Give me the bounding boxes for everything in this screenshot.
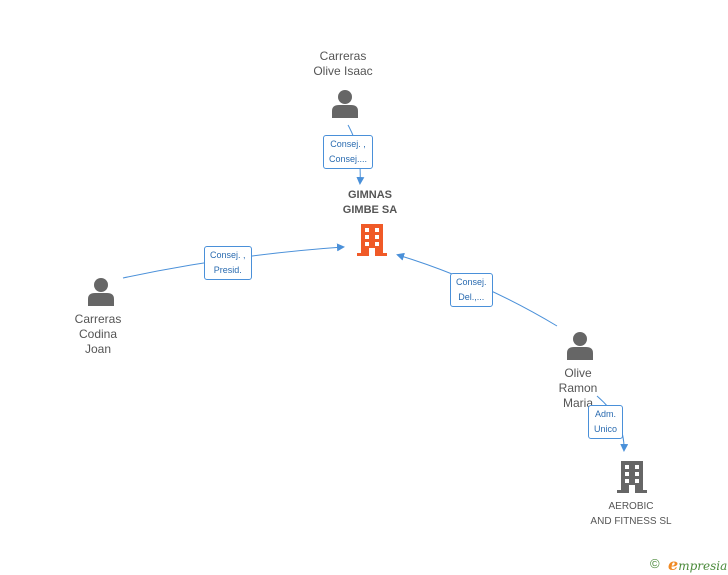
edge-label-consej-del[interactable]: Consej. Del.,... [450, 273, 493, 307]
empresia-logo: empresia [668, 555, 728, 574]
building-icon[interactable] [616, 460, 648, 494]
person-icon[interactable] [87, 277, 115, 307]
person-name-olive-ramon[interactable]: Olive Ramon Maria [558, 366, 598, 410]
edge-label-consej-consej[interactable]: Consej. , Consej.... [323, 135, 374, 169]
edge-label-consej-presid[interactable]: Consej. , Presid. [204, 246, 252, 280]
person-name-carreras-olive[interactable]: Carreras Olive Isaac [313, 49, 373, 78]
building-icon[interactable] [356, 223, 388, 257]
company-name-gimnas[interactable]: GIMNAS GIMBE SA [342, 189, 398, 216]
person-icon[interactable] [331, 89, 359, 119]
edge-label-adm-unico[interactable]: Adm. Unico [588, 405, 624, 439]
company-name-aerobic[interactable]: AEROBIC AND FITNESS SL [590, 501, 672, 527]
copyright-symbol: © [650, 556, 660, 571]
person-icon[interactable] [566, 331, 594, 361]
person-name-carreras-codina[interactable]: Carreras Codina Joan [74, 312, 122, 356]
